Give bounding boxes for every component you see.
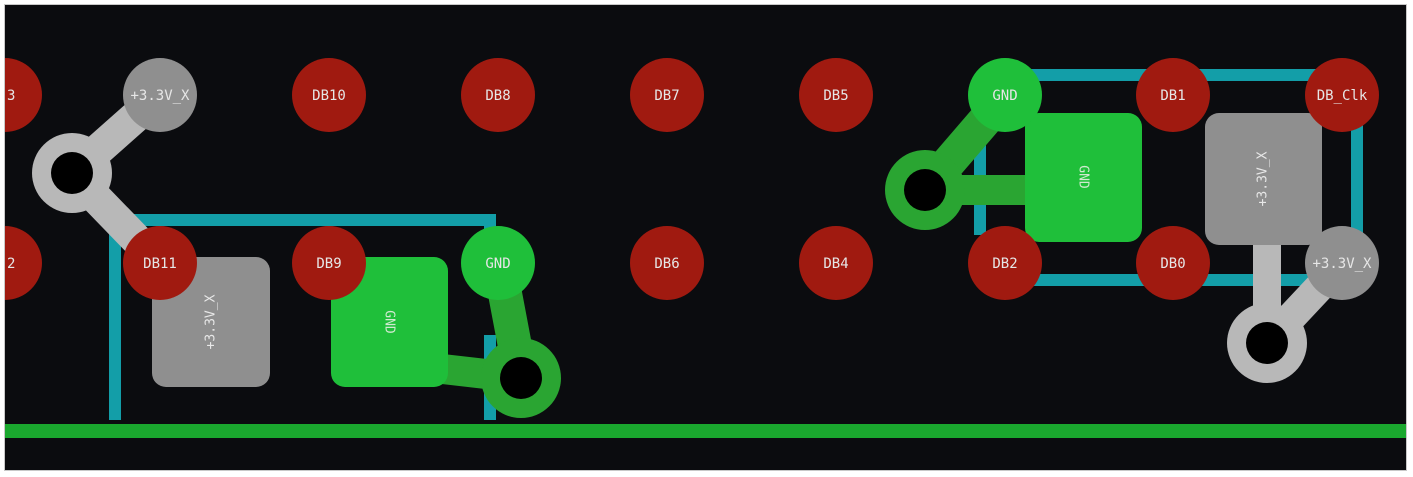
pad-db0[interactable]: DB0 xyxy=(1136,226,1210,300)
pad-gnd-left[interactable]: GND xyxy=(461,226,535,300)
pad-db4[interactable]: DB4 xyxy=(799,226,873,300)
pad-plus33-right[interactable]: +3.3V_X xyxy=(1305,226,1379,300)
pad-plus33-left[interactable]: +3.3V_X xyxy=(123,58,197,132)
pad-db9[interactable]: DB9 xyxy=(292,226,366,300)
pad-label: DB_Clk xyxy=(1317,88,1368,104)
pad-db5[interactable]: DB5 xyxy=(799,58,873,132)
pad-label: DB8 xyxy=(485,88,510,104)
pad-label: 2 xyxy=(7,256,15,272)
pad-label: DB5 xyxy=(823,88,848,104)
pad-label: GND xyxy=(485,256,510,272)
pad-db-clk[interactable]: DB_Clk xyxy=(1305,58,1379,132)
pad-label: DB4 xyxy=(823,256,848,272)
pad-label: DB2 xyxy=(992,256,1017,272)
smd-pad-right-gray[interactable] xyxy=(1205,113,1322,245)
via-gnd-left[interactable] xyxy=(481,338,561,418)
pad-label: DB0 xyxy=(1160,256,1185,272)
pad-db8[interactable]: DB8 xyxy=(461,58,535,132)
pad-db1[interactable]: DB1 xyxy=(1136,58,1210,132)
pad-label: +3.3V_X xyxy=(130,88,190,104)
pad-label: 3 xyxy=(7,88,15,104)
pad-label: GND xyxy=(992,88,1017,104)
pad-label: DB9 xyxy=(316,256,341,272)
pcb-canvas: +3.3V_X GND GND +3.3V_X 3 +3.3V_X DB10 D… xyxy=(5,5,1406,470)
pad-label: +3.3V_X xyxy=(1312,256,1372,272)
pad-db6[interactable]: DB6 xyxy=(630,226,704,300)
smd-label-right-green: GND xyxy=(1076,165,1091,189)
smd-label-left-green: GND xyxy=(382,310,397,334)
smd-label-left-gray: +3.3V_X xyxy=(204,294,219,349)
pad-label: DB10 xyxy=(312,88,346,104)
pad-gnd-top[interactable]: GND xyxy=(968,58,1042,132)
via-left[interactable] xyxy=(32,133,112,213)
pad-edge-bottom[interactable]: 2 xyxy=(5,226,42,300)
pad-label: DB11 xyxy=(143,256,177,272)
via-right[interactable] xyxy=(1227,303,1307,383)
pad-db11[interactable]: DB11 xyxy=(123,226,197,300)
pcb-view: +3.3V_X GND GND +3.3V_X 3 +3.3V_X DB10 D… xyxy=(4,4,1407,471)
smd-pad-right-green[interactable] xyxy=(1025,113,1142,242)
pad-label: DB7 xyxy=(654,88,679,104)
pad-label: DB6 xyxy=(654,256,679,272)
ground-rail xyxy=(5,424,1406,438)
pad-edge-top[interactable]: 3 xyxy=(5,58,42,132)
pad-db7[interactable]: DB7 xyxy=(630,58,704,132)
pad-label: DB1 xyxy=(1160,88,1185,104)
pad-db10[interactable]: DB10 xyxy=(292,58,366,132)
pad-db2[interactable]: DB2 xyxy=(968,226,1042,300)
smd-label-right-gray: +3.3V_X xyxy=(1256,151,1271,206)
smd-pad-left-green[interactable] xyxy=(331,257,448,387)
via-gnd-right[interactable] xyxy=(885,150,965,230)
